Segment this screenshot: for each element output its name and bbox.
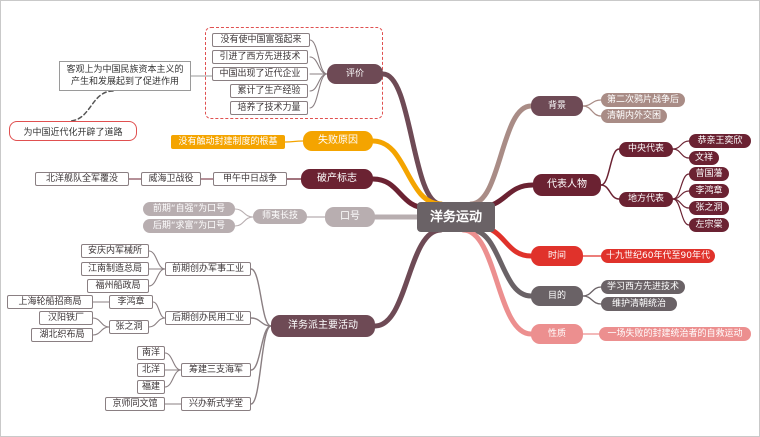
civil-li[interactable]: 李鸿章 bbox=[109, 295, 153, 309]
link-zhang-1 bbox=[92, 317, 110, 328]
link-act-civil bbox=[250, 317, 272, 327]
people-local-1[interactable]: 曾国藩 bbox=[689, 167, 729, 181]
link-center-evaluation bbox=[380, 71, 444, 207]
link-act-school bbox=[250, 325, 272, 405]
link-people-local bbox=[600, 184, 620, 200]
link-civil-li bbox=[152, 301, 166, 319]
branch-background[interactable]: 背景 bbox=[531, 96, 583, 116]
link-evaluation-5 bbox=[309, 73, 328, 109]
people-local-3[interactable]: 张之洞 bbox=[689, 201, 729, 215]
link-mil-1 bbox=[148, 250, 166, 270]
slogan-sub[interactable]: 师夷长技 bbox=[253, 209, 307, 224]
civil-zhang-item-1[interactable]: 汉阳铁厂 bbox=[39, 311, 93, 325]
people-local[interactable]: 地方代表 bbox=[619, 192, 673, 207]
callout-objective: 客观上为中国民族资本主义的产生和发展起到了促进作用 bbox=[59, 61, 191, 91]
link-civil-zhang bbox=[148, 317, 166, 328]
slogan-item-1[interactable]: 前期“自强”为口号 bbox=[143, 202, 235, 216]
branch-slogan[interactable]: 口号 bbox=[325, 207, 375, 227]
link-people-central bbox=[600, 148, 620, 186]
link-center-activities bbox=[372, 227, 444, 329]
branch-time[interactable]: 时间 bbox=[531, 246, 583, 266]
link-sub-1 bbox=[234, 208, 254, 218]
navy-item-1[interactable]: 南洋 bbox=[137, 346, 165, 360]
evaluation-item-2[interactable]: 引进了西方先进技术 bbox=[212, 50, 308, 64]
slogan-item-2[interactable]: 后期“求富”为口号 bbox=[143, 219, 235, 233]
navy-item-3[interactable]: 福建 bbox=[137, 380, 165, 394]
time-value[interactable]: 十九世纪60年代至90年代 bbox=[601, 249, 715, 263]
central-topic[interactable]: 洋务运动 bbox=[417, 202, 495, 232]
military-item-2[interactable]: 江南制造总局 bbox=[81, 262, 149, 276]
bankrupt-war[interactable]: 甲午中日战争 bbox=[213, 172, 287, 186]
callout-modernization: 为中国近代化开辟了道路 bbox=[9, 121, 137, 141]
link-center-nature bbox=[460, 227, 534, 337]
branch-failure[interactable]: 失败原因 bbox=[303, 131, 373, 151]
link-background-1 bbox=[582, 99, 602, 107]
military-item-1[interactable]: 安庆内军械所 bbox=[81, 244, 149, 258]
people-central-1[interactable]: 恭亲王奕欣 bbox=[689, 134, 751, 148]
activities-school[interactable]: 兴办新式学堂 bbox=[181, 397, 251, 411]
bankrupt-result[interactable]: 北洋舰队全军覆没 bbox=[35, 172, 129, 186]
link-act-military bbox=[250, 268, 272, 327]
evaluation-item-1[interactable]: 没有使中国富强起来 bbox=[212, 33, 310, 47]
branch-nature[interactable]: 性质 bbox=[531, 324, 583, 344]
link-center-purpose bbox=[468, 227, 534, 299]
bankrupt-battle[interactable]: 威海卫战役 bbox=[141, 172, 201, 186]
purpose-item-2[interactable]: 维护清朝统治 bbox=[601, 297, 677, 311]
link-navy-1 bbox=[164, 352, 182, 371]
civil-zhang[interactable]: 张之洞 bbox=[109, 320, 149, 334]
failure-value[interactable]: 没有触动封建制度的根基 bbox=[171, 135, 285, 149]
link-mil-3 bbox=[148, 268, 166, 287]
activities-navy[interactable]: 筹建三支海军 bbox=[181, 363, 251, 377]
link-purpose-2 bbox=[582, 295, 602, 305]
link-zhang-2 bbox=[92, 326, 110, 336]
navy-item-2[interactable]: 北洋 bbox=[137, 363, 165, 377]
civil-li-item-1[interactable]: 上海轮船招商局 bbox=[7, 295, 93, 309]
evaluation-item-5[interactable]: 培养了技术力量 bbox=[230, 101, 308, 115]
branch-evaluation[interactable]: 评价 bbox=[327, 64, 383, 84]
evaluation-item-4[interactable]: 累计了生产经验 bbox=[230, 84, 308, 98]
school-item-1[interactable]: 京师同文馆 bbox=[105, 397, 165, 411]
link-callout-modern bbox=[68, 90, 114, 122]
people-central[interactable]: 中央代表 bbox=[619, 142, 673, 157]
people-local-2[interactable]: 李鸿章 bbox=[689, 184, 729, 198]
background-item-1[interactable]: 第二次鸦片战争后 bbox=[601, 93, 685, 107]
military-item-3[interactable]: 福州船政局 bbox=[87, 279, 149, 293]
link-sub-2 bbox=[234, 216, 254, 227]
link-center-background bbox=[468, 103, 534, 207]
branch-bankrupt[interactable]: 破产标志 bbox=[301, 169, 373, 189]
branch-activities[interactable]: 洋务派主要活动 bbox=[271, 315, 375, 337]
evaluation-item-3[interactable]: 中国出现了近代企业 bbox=[212, 67, 308, 81]
activities-military[interactable]: 前期创办军事工业 bbox=[165, 262, 251, 276]
branch-purpose[interactable]: 目的 bbox=[531, 286, 583, 306]
people-central-2[interactable]: 文祥 bbox=[689, 151, 719, 165]
link-local-4 bbox=[672, 198, 690, 226]
link-central-1 bbox=[672, 140, 690, 150]
branch-people[interactable]: 代表人物 bbox=[533, 174, 601, 196]
link-background-2 bbox=[582, 105, 602, 117]
background-item-2[interactable]: 清朝内外交困 bbox=[601, 109, 667, 123]
link-central-2 bbox=[672, 148, 690, 159]
link-failure-value bbox=[284, 140, 304, 143]
purpose-item-1[interactable]: 学习西方先进技术 bbox=[601, 280, 685, 294]
link-navy-3 bbox=[164, 369, 182, 388]
link-center-failure bbox=[370, 138, 444, 207]
people-local-4[interactable]: 左宗棠 bbox=[689, 218, 729, 232]
link-purpose-1 bbox=[582, 286, 602, 297]
nature-value[interactable]: 一场失败的封建统治者的自救运动 bbox=[599, 327, 751, 341]
activities-civil[interactable]: 后期创办民用工业 bbox=[165, 311, 251, 325]
civil-zhang-item-2[interactable]: 湖北织布局 bbox=[31, 328, 93, 342]
